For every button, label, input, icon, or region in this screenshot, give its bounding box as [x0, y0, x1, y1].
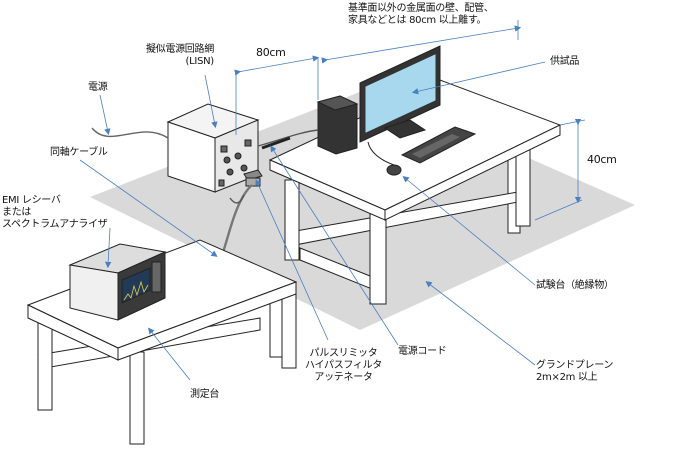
spectrum-analyzer	[68, 243, 167, 321]
lisn-unit	[166, 103, 260, 193]
clearance-note-label: 基準面以外の金属面の壁、配管、 家具などとは 80cm 以上離す。	[348, 3, 494, 26]
measurement-table-label: 測定台	[190, 389, 220, 400]
leader-lines	[79, 61, 546, 381]
limiter-label: パルスリミッタ ハイパスフィルタ アッテネータ	[305, 348, 382, 383]
ground-plane-label: グランドプレーン 2m×2m 以上	[536, 360, 614, 383]
test-table-label: 試験台（絶縁物）	[536, 280, 614, 291]
power-label: 電源	[88, 82, 108, 93]
eut-equipment	[316, 45, 477, 176]
distance-80cm-label: 80cm	[256, 46, 286, 59]
lisn-label: 擬似電源回路網 (LISN)	[146, 44, 214, 67]
receiver-label: EMI レシーバ または スペクトラムアナライザ	[2, 195, 108, 230]
dimension-lines	[234, 20, 586, 221]
power-cord-label: 電源コード	[398, 346, 447, 357]
coax-cable-label: 同軸ケーブル	[50, 147, 108, 158]
eut-label: 供試品	[550, 56, 580, 67]
height-40cm-label: 40cm	[587, 153, 617, 166]
test-table	[268, 79, 562, 305]
